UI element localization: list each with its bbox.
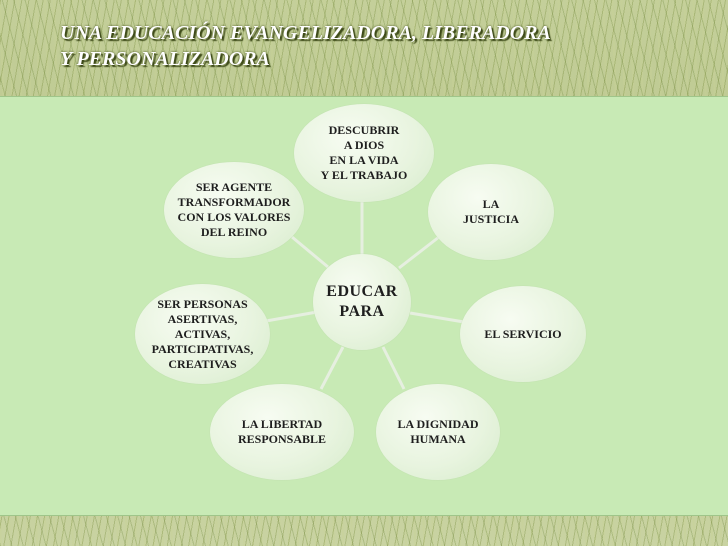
node-label: SER PERSONAS ASERTIVAS, ACTIVAS, PARTICI… — [151, 296, 254, 371]
node-label: LA LIBERTAD RESPONSABLE — [237, 417, 327, 446]
node-el-servicio: EL SERVICIO — [460, 286, 586, 382]
center-node: EDUCAR PARA — [313, 254, 411, 350]
connector-personas — [265, 310, 318, 323]
node-label: DESCUBRIR A DIOS EN LA VIDA Y EL TRABAJO — [320, 123, 408, 182]
node-ser-agente-transformador: SER AGENTE TRANSFORMADOR CON LOS VALORES… — [164, 162, 304, 258]
connector-servicio — [409, 311, 465, 324]
connector-dignidad — [381, 346, 406, 390]
center-node-label: EDUCAR PARA — [326, 283, 398, 320]
connector-libertad — [319, 346, 345, 390]
node-descubrir-a-dios: DESCUBRIR A DIOS EN LA VIDA Y EL TRABAJO — [294, 104, 434, 202]
node-label: SER AGENTE TRANSFORMADOR CON LOS VALORES… — [177, 180, 291, 239]
node-la-libertad-responsable: LA LIBERTAD RESPONSABLE — [210, 384, 354, 480]
node-label: EL SERVICIO — [484, 326, 562, 341]
slide-title-line-2: Y PERSONALIZADORA — [60, 48, 270, 70]
node-ser-personas: SER PERSONAS ASERTIVAS, ACTIVAS, PARTICI… — [135, 284, 270, 384]
node-la-justicia: LA JUSTICIA — [428, 164, 554, 260]
connector-justicia — [398, 235, 440, 270]
connector-agente — [291, 235, 329, 269]
node-label: LA JUSTICIA — [462, 197, 519, 226]
node-la-dignidad-humana: LA DIGNIDAD HUMANA — [376, 384, 500, 480]
node-label: LA DIGNIDAD HUMANA — [397, 417, 479, 446]
title-area: UNA EDUCACIÓN EVANGELIZADORA, LIBERADORA… — [0, 0, 728, 96]
slide-title-line-1: UNA EDUCACIÓN EVANGELIZADORA, LIBERADORA — [60, 22, 551, 44]
slide-title: UNA EDUCACIÓN EVANGELIZADORA, LIBERADORA… — [60, 20, 700, 72]
